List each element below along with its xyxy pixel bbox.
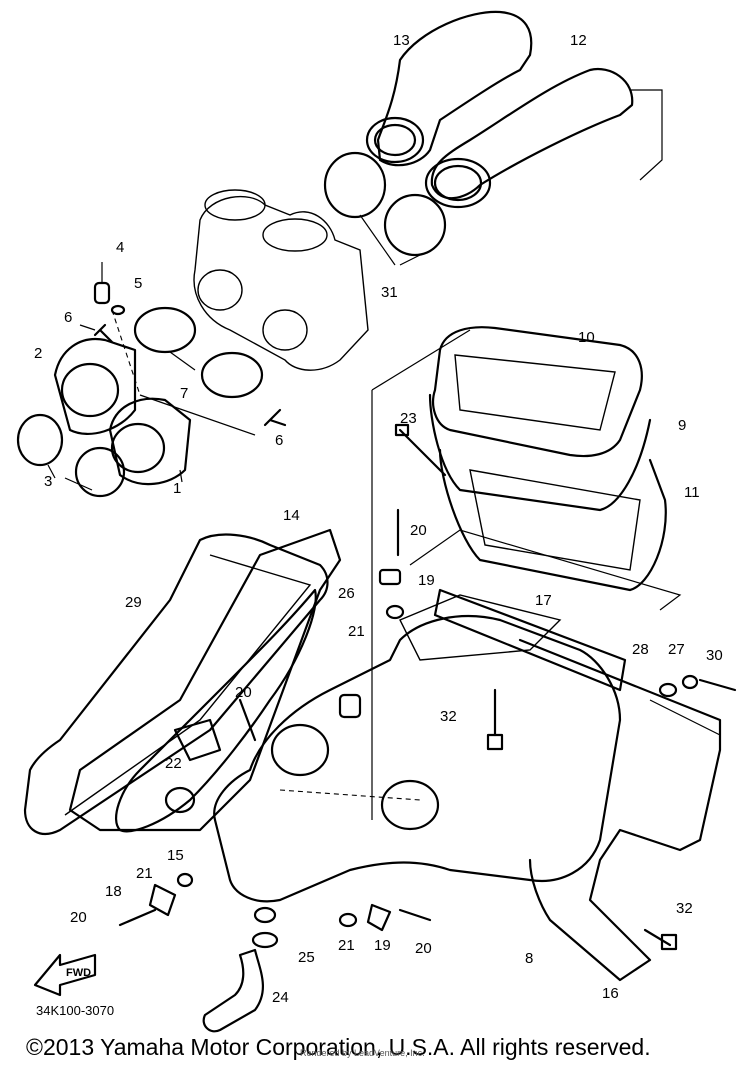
gasket-14 <box>68 528 342 832</box>
intake-duct-13 <box>365 10 533 167</box>
callout-7: 7 <box>180 385 188 402</box>
callout-20-middle: 20 <box>235 684 252 701</box>
callout-21-upper: 21 <box>348 623 365 640</box>
hardware-27-28-30 <box>658 674 737 698</box>
side-cover-16 <box>518 638 722 982</box>
air-box-cover-29 <box>23 533 329 836</box>
callout-14: 14 <box>283 507 300 524</box>
rendered-by-note: Rendered by LeadVenture, Inc. <box>300 1048 425 1058</box>
callout-16: 16 <box>602 985 619 1002</box>
seal-strip-26 <box>115 588 317 833</box>
callout-18: 18 <box>105 883 122 900</box>
callout-21-lower: 21 <box>338 937 355 954</box>
callout-8: 8 <box>525 950 533 967</box>
gasket-17 <box>433 588 627 692</box>
callout-9: 9 <box>678 417 686 434</box>
hose-clamps-31 <box>323 151 447 266</box>
callout-20-right: 20 <box>415 940 432 957</box>
callout-11: 11 <box>684 484 700 501</box>
callout-3: 3 <box>44 473 52 490</box>
callout-23: 23 <box>400 410 417 427</box>
fwd-arrow: FWD <box>33 953 97 997</box>
callout-32-lower: 32 <box>676 900 693 917</box>
air-filter-element <box>428 326 667 592</box>
callout-5: 5 <box>134 275 142 292</box>
callout-10: 10 <box>578 329 595 346</box>
fwd-label: FWD <box>66 967 91 979</box>
callout-19-upper: 19 <box>418 572 435 589</box>
callout-19-lower: 19 <box>374 937 391 954</box>
fasteners-upper <box>378 508 405 620</box>
callout-15: 15 <box>167 847 184 864</box>
bolt-23 <box>394 423 447 477</box>
callout-4: 4 <box>116 239 124 256</box>
callout-30: 30 <box>706 647 723 664</box>
callout-6-lower: 6 <box>275 432 283 449</box>
copyright-notice: ©2013 Yamaha Motor Corporation, U.S.A. A… <box>26 1034 651 1060</box>
lower-hardware <box>118 698 432 1033</box>
callout-21-left: 21 <box>136 865 153 882</box>
callout-22: 22 <box>165 755 182 772</box>
callout-25: 25 <box>298 949 315 966</box>
callout-29: 29 <box>125 594 142 611</box>
callout-2: 2 <box>34 345 42 362</box>
callout-32-middle: 32 <box>440 708 457 725</box>
callout-12: 12 <box>570 32 587 49</box>
callout-26: 26 <box>338 585 355 602</box>
callout-17: 17 <box>535 592 552 609</box>
callout-1: 1 <box>173 480 181 497</box>
small-hardware-4-5-6 <box>79 262 287 427</box>
callout-6-upper: 6 <box>64 309 72 326</box>
callout-13: 13 <box>393 32 410 49</box>
callout-28: 28 <box>632 641 649 658</box>
callout-20-upper: 20 <box>410 522 427 539</box>
air-box-case-8 <box>213 594 622 903</box>
callout-27: 27 <box>668 641 685 658</box>
clamps-7 <box>133 306 264 399</box>
callout-20-left: 20 <box>70 909 87 926</box>
intake-duct-12 <box>424 67 663 209</box>
carburetor-assembly <box>193 189 369 371</box>
callout-31: 31 <box>381 284 398 301</box>
bolts-32 <box>486 688 678 951</box>
reference-code: 34K100-3070 <box>36 1003 115 1018</box>
callout-24: 24 <box>272 989 289 1006</box>
